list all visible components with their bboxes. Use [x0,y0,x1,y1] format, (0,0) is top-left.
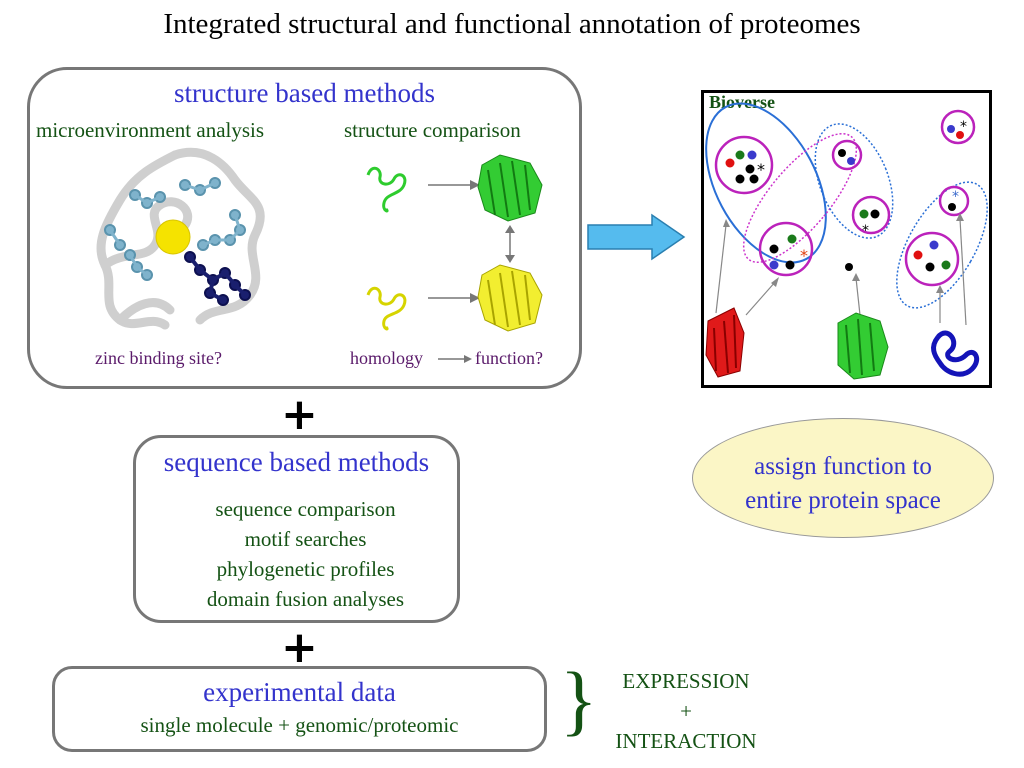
list-item: phylogenetic profiles [216,557,395,581]
zinc-binding-structure-image [96,147,265,330]
interaction-label: INTERACTION [615,729,757,753]
homology-arrow-icon [438,355,472,363]
expression-label: EXPRESSION [622,669,750,693]
plus-sign-1: + [281,389,318,440]
sequence-methods-list: sequence comparison motif searches phylo… [133,494,478,614]
svg-text:*: * [862,223,869,239]
list-item: motif searches [244,527,367,551]
svg-text:*: * [757,160,765,179]
experimental-data-subtitle: single molecule + genomic/proteomic [140,713,459,737]
structure-methods-panel [27,67,582,389]
expression-plus: + [680,699,692,723]
homology-caption: homology [350,348,424,368]
svg-text:*: * [800,246,808,265]
plus-sign-2: + [281,622,318,673]
bioverse-clusters-image: * * * * * [705,102,988,380]
sequence-methods-panel [133,435,460,623]
page-title: Integrated structural and functional ann… [163,8,861,40]
structure-comparison-image [366,154,543,332]
svg-text:*: * [960,119,967,135]
list-item: domain fusion analyses [206,587,405,611]
svg-text:*: * [952,189,959,205]
assign-line-1: assign function to [754,453,932,480]
expression-interaction-block: EXPRESSION + INTERACTION [596,666,776,756]
experimental-data-heading: experimental data [203,677,396,707]
experimental-data-panel [52,666,547,752]
assign-function-callout [692,418,994,538]
microenvironment-label: microenvironment analysis [36,118,265,142]
sequence-methods-heading: sequence based methods [163,447,430,477]
curly-brace: } [560,656,598,743]
assign-function-text: assign function to entire protein space [692,450,994,518]
structure-methods-heading: structure based methods [174,78,435,108]
zinc-binding-caption: zinc binding site? [95,348,222,368]
list-item: sequence comparison [215,497,396,521]
structure-comparison-label: structure comparison [344,118,521,142]
function-caption: function? [475,348,543,368]
right-arrow-icon [587,213,686,261]
assign-line-2: entire protein space [745,487,941,514]
